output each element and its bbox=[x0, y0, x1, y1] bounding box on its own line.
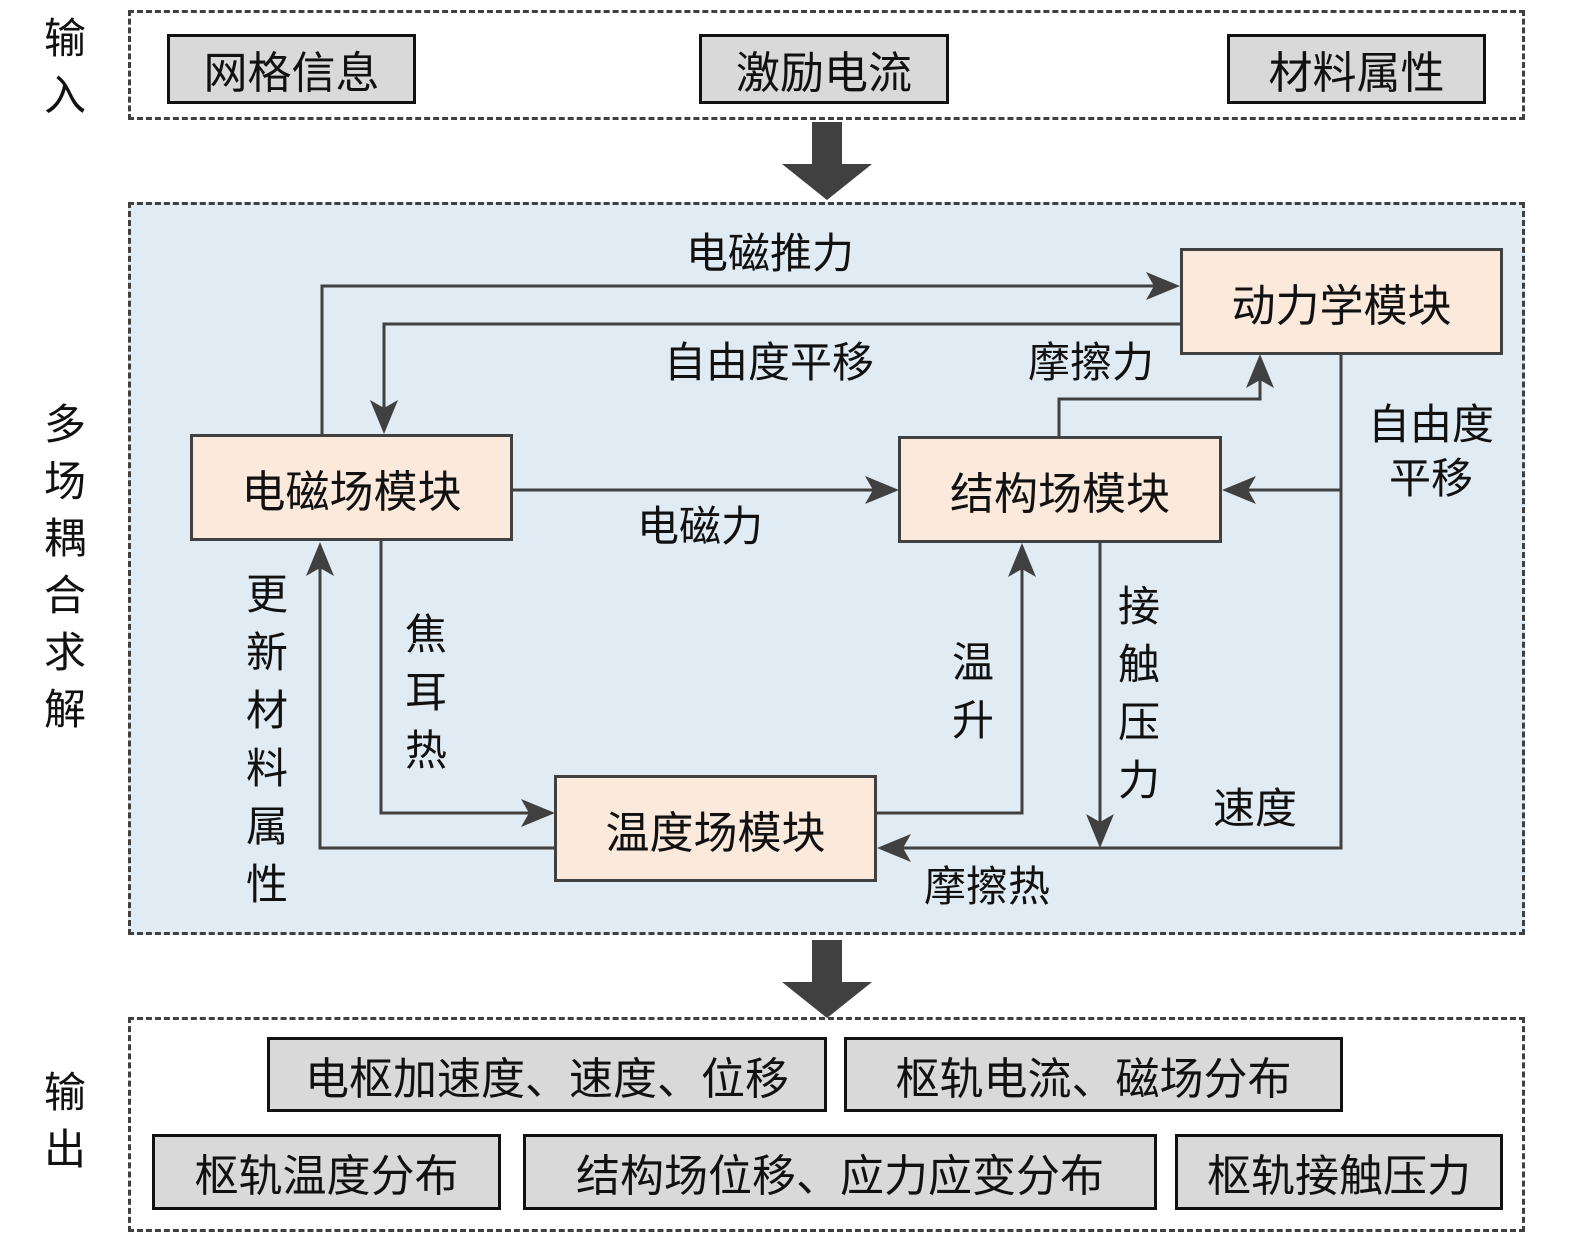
label-em-thrust: 电磁推力 bbox=[686, 229, 855, 278]
edge-friction-force bbox=[1057, 368, 1262, 436]
label-friction-force: 摩擦力 bbox=[1028, 338, 1155, 387]
dynamics-module: 动力学模块 bbox=[1180, 248, 1503, 355]
output-current-magnetic-field: 枢轨电流、磁场分布 bbox=[844, 1037, 1343, 1112]
output-contact-pressure: 枢轨接触压力 bbox=[1175, 1134, 1503, 1210]
edge-em-thrust bbox=[320, 284, 1170, 434]
flow-arrow-down-icon bbox=[782, 122, 872, 200]
label-friction-heat: 摩擦热 bbox=[924, 862, 1051, 911]
structural-field-module: 结构场模块 bbox=[898, 436, 1222, 543]
arrowhead-icon bbox=[370, 400, 398, 434]
edge-joule-heat bbox=[379, 540, 540, 815]
label-joule-heat: 焦耳热 bbox=[404, 610, 447, 775]
label-temp-rise: 温升 bbox=[951, 638, 994, 745]
arrowhead-icon bbox=[877, 834, 911, 862]
label-velocity: 速度 bbox=[1213, 784, 1298, 833]
input-section-label: 输入 bbox=[43, 14, 86, 120]
arrowhead-icon bbox=[306, 542, 334, 576]
output-structural-displacement-stress: 结构场位移、应力应变分布 bbox=[523, 1134, 1157, 1210]
output-temperature-distribution: 枢轨温度分布 bbox=[152, 1134, 501, 1210]
edge-dof-right bbox=[892, 354, 1343, 850]
output-section-frame bbox=[128, 1017, 1525, 1232]
label-em-force: 电磁力 bbox=[637, 502, 764, 551]
label-contact-pressure: 接触压力 bbox=[1117, 582, 1160, 805]
input-section-frame bbox=[128, 10, 1525, 120]
label-dof-right: 自由度平移 bbox=[1367, 400, 1494, 503]
arrowhead-icon bbox=[1146, 272, 1180, 300]
em-field-module: 电磁场模块 bbox=[190, 434, 513, 541]
output-section-label: 输出 bbox=[43, 1068, 86, 1174]
input-mesh-info: 网格信息 bbox=[167, 34, 416, 104]
output-armature-motion: 电枢加速度、速度、位移 bbox=[267, 1037, 827, 1112]
arrowhead-icon bbox=[865, 476, 899, 504]
arrowhead-icon bbox=[1222, 476, 1256, 504]
edge-update-material bbox=[318, 556, 556, 850]
edge-temp-rise bbox=[876, 556, 1024, 815]
arrowhead-icon bbox=[1246, 354, 1274, 388]
input-excitation-current: 激励电流 bbox=[699, 34, 949, 104]
edge-dof-top bbox=[382, 322, 1181, 424]
arrowhead-icon bbox=[1008, 543, 1036, 577]
solve-section-label: 多场耦合求解 bbox=[43, 400, 86, 734]
arrowhead-icon bbox=[521, 799, 555, 827]
input-material-properties: 材料属性 bbox=[1227, 34, 1486, 104]
temperature-field-module: 温度场模块 bbox=[554, 775, 877, 882]
arrowhead-icon bbox=[1086, 814, 1114, 848]
label-update-material: 更新材料属性 bbox=[245, 570, 288, 909]
flow-arrow-down-icon bbox=[782, 940, 872, 1018]
label-dof-top: 自由度平移 bbox=[664, 338, 875, 387]
